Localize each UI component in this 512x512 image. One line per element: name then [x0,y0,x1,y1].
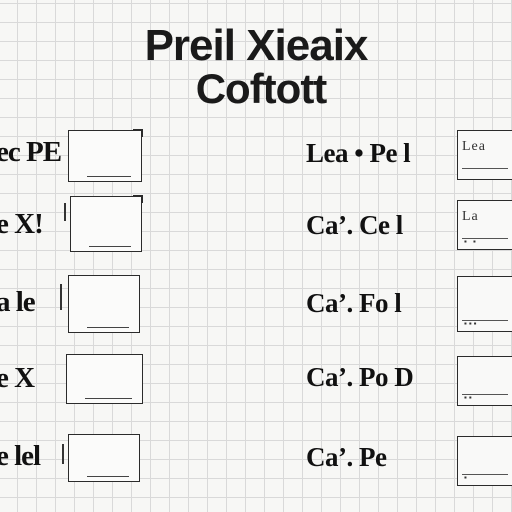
left-label-2: e X! [0,208,44,240]
box-underline [89,246,131,247]
left-field-5[interactable] [68,434,140,482]
box-line [462,474,508,475]
left-label-4: e X [0,362,35,394]
right-label-3: Ca’. Fo l [306,288,402,318]
row-tick [60,284,62,310]
right-label-5: Ca’. Pe [306,442,387,472]
page-subtitle: Coftott [195,65,328,112]
box-scribble: Lea [462,139,486,154]
right-field-2[interactable]: La ▪ ▪ [457,200,512,250]
box-underline [87,176,131,177]
box-line [462,320,508,321]
box-dots: ▪▪ [464,393,474,402]
left-field-4[interactable] [66,354,143,404]
left-label-1: ec PE [0,136,62,168]
page-title: Preil Xieaix [144,21,369,70]
box-line [462,238,508,239]
box-underline [85,398,132,399]
left-field-2[interactable] [70,195,143,252]
right-field-1[interactable]: Lea [457,130,512,180]
left-label-3: a le [0,286,36,318]
box-corner [133,195,143,203]
right-label-4: Ca’. Po D [306,362,414,392]
right-field-3[interactable]: ▪▪▪ [457,276,512,332]
box-scribble: La [462,209,479,224]
row-tick [62,444,64,464]
left-field-1[interactable] [68,129,143,182]
right-field-4[interactable]: ▪▪ [457,356,512,406]
box-line [462,168,508,169]
box-dots: ▪ [464,473,469,482]
box-line [462,394,508,395]
right-field-5[interactable]: ▪ [457,436,512,486]
box-underline [87,476,129,477]
left-field-3[interactable] [68,275,140,333]
box-underline [87,327,129,328]
row-tick [64,203,66,221]
box-dots: ▪ ▪ [464,237,478,246]
box-corner [133,129,143,137]
right-label-2: Ca’. Ce l [306,210,403,240]
right-label-1: Lea • Pe l [306,138,411,168]
box-dots: ▪▪▪ [464,319,479,328]
left-label-5: e lel [0,440,41,472]
